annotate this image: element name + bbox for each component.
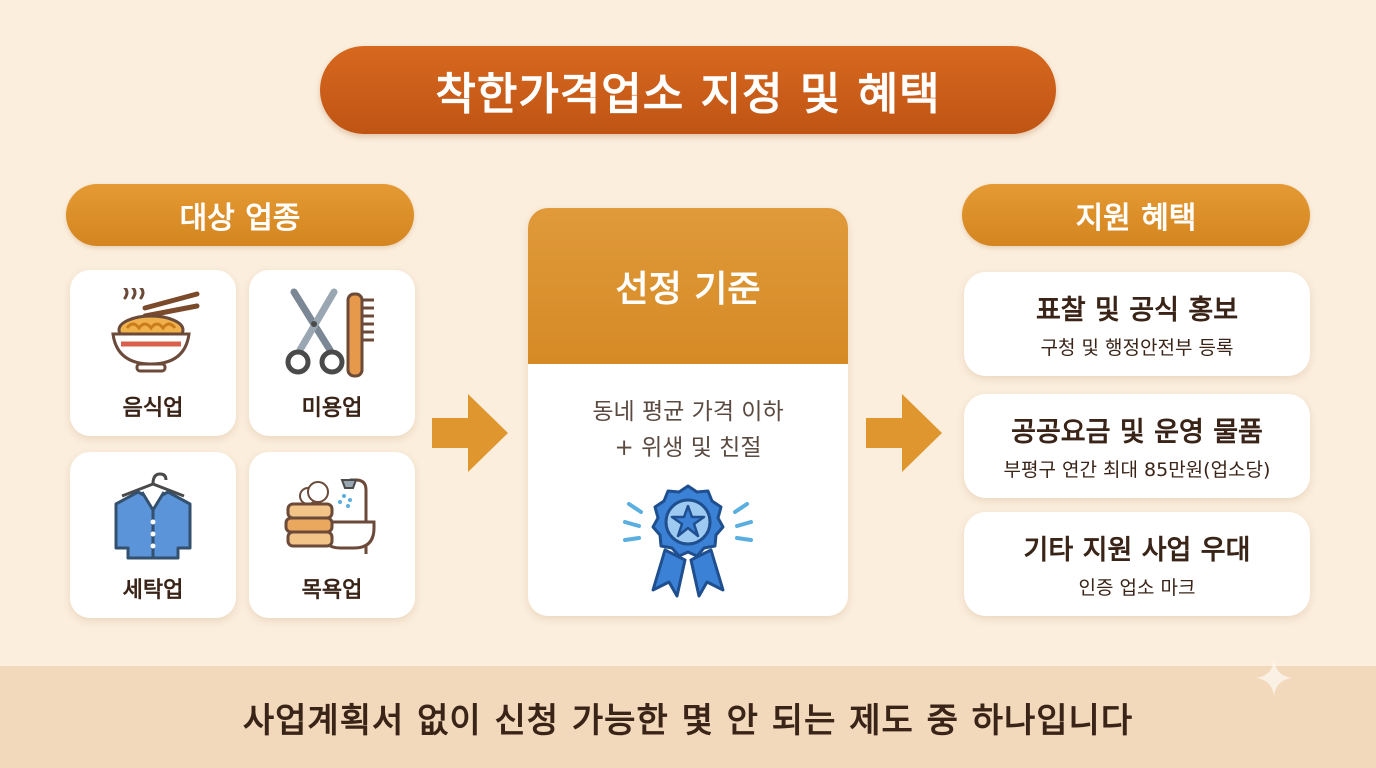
industry-card-food: 음식업	[70, 270, 236, 436]
criteria-line-1: 동네 평균 가격 이하	[592, 399, 784, 425]
benefit-title: 공공요금 및 운영 물품	[1011, 417, 1263, 448]
scissors-comb-icon	[285, 288, 374, 378]
selection-criteria-heading: 선정 기준	[615, 269, 761, 310]
support-benefits-pill: 지원 혜택	[962, 184, 1310, 246]
target-industries-heading: 대상 업종	[179, 201, 301, 236]
sparkle-icon	[1256, 660, 1292, 696]
industry-card-bath: 목욕업	[249, 452, 415, 618]
benefit-card-utilities: 공공요금 및 운영 물품 부평구 연간 최대 85만원(업소당)	[964, 394, 1310, 498]
benefit-subtitle: 구청 및 행정안전부 등록	[1040, 337, 1234, 359]
benefit-subtitle: 부평구 연간 최대 85만원(업소당)	[1003, 459, 1271, 481]
noodle-bowl-icon	[111, 288, 200, 373]
main-title-pill: 착한가격업소 지정 및 혜택	[320, 46, 1056, 134]
industry-label-beauty: 미용업	[301, 396, 363, 421]
arrow-right-icon	[432, 394, 508, 472]
support-benefits-heading: 지원 혜택	[1075, 201, 1197, 236]
selection-criteria-header: 선정 기준	[528, 208, 848, 364]
benefit-title: 표찰 및 공식 홍보	[1035, 295, 1239, 326]
benefit-card-other: 기타 지원 사업 우대 인증 업소 마크	[964, 512, 1310, 616]
selection-criteria-card: 선정 기준 동네 평균 가격 이하 + 위생 및 친절	[528, 208, 848, 616]
footer-banner: 사업계획서 없이 신청 가능한 몇 안 되는 제도 중 하나입니다	[0, 666, 1376, 768]
industry-card-laundry: 세탁업	[70, 452, 236, 618]
shirt-hanger-icon	[114, 472, 192, 560]
benefit-card-promotion: 표찰 및 공식 홍보 구청 및 행정안전부 등록	[964, 272, 1310, 376]
footer-text: 사업계획서 없이 신청 가능한 몇 안 되는 제도 중 하나입니다	[242, 700, 1134, 741]
benefit-subtitle: 인증 업소 마크	[1078, 577, 1196, 599]
award-badge-icon	[623, 484, 753, 598]
target-industries-pill: 대상 업종	[66, 184, 414, 246]
industry-label-laundry: 세탁업	[122, 578, 184, 603]
industry-card-beauty: 미용업	[249, 270, 415, 436]
benefit-title: 기타 지원 사업 우대	[1023, 535, 1251, 566]
selection-criteria-text: 동네 평균 가격 이하 + 위생 및 친절	[592, 394, 783, 466]
industry-label-food: 음식업	[122, 396, 184, 421]
bathtub-towels-icon	[284, 478, 376, 554]
industry-label-bath: 목욕업	[301, 578, 363, 603]
main-title: 착한가격업소 지정 및 혜택	[435, 69, 941, 120]
arrow-right-icon	[866, 394, 942, 472]
criteria-line-2: + 위생 및 친절	[614, 435, 762, 461]
